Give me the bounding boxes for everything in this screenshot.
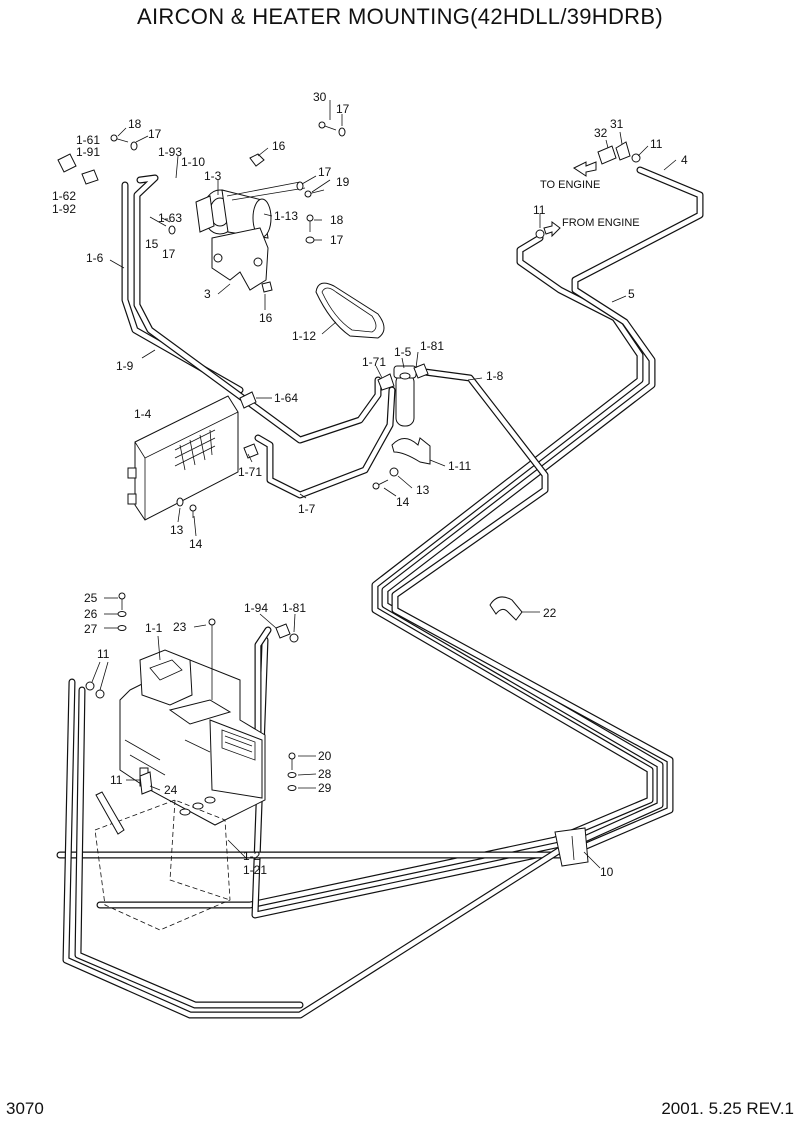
label: 5 bbox=[628, 287, 635, 301]
label: 1-61 bbox=[76, 133, 100, 147]
hose-1-8 bbox=[56, 368, 674, 859]
compressor-1-3 bbox=[195, 181, 306, 239]
label: 24 bbox=[164, 783, 178, 797]
label: 1-4 bbox=[134, 407, 152, 421]
label: 1-71 bbox=[238, 465, 262, 479]
label: 11 bbox=[650, 137, 663, 151]
label: 1-1 bbox=[145, 621, 163, 635]
label: 4 bbox=[681, 153, 688, 167]
label: 20 bbox=[318, 749, 332, 763]
label: 11 bbox=[533, 203, 546, 217]
label: 1-3 bbox=[204, 169, 222, 183]
small-fasteners bbox=[57, 121, 641, 795]
label: 1-2 bbox=[243, 849, 261, 863]
label: 27 bbox=[84, 622, 98, 636]
label: 1-93 bbox=[158, 145, 182, 159]
label: 1-7 bbox=[298, 502, 316, 516]
label: 1-81 bbox=[420, 339, 444, 353]
receiver-dryer-1-5 bbox=[393, 365, 417, 427]
label: 26 bbox=[84, 607, 98, 621]
label: 32 bbox=[594, 126, 608, 140]
label: 16 bbox=[272, 139, 286, 153]
label: 17 bbox=[162, 247, 176, 261]
control-box-dashed bbox=[94, 791, 231, 931]
label: 1-12 bbox=[292, 329, 316, 343]
label: 1-91 bbox=[76, 145, 100, 159]
drawing-title: AIRCON & HEATER MOUNTING(42HDLL/39HDRB) bbox=[137, 4, 663, 29]
label: 11 bbox=[97, 647, 110, 661]
hvac-unit-1-1 bbox=[119, 649, 266, 826]
label: 14 bbox=[396, 495, 410, 509]
hose-1-7 bbox=[254, 386, 396, 499]
label: 17 bbox=[336, 102, 350, 116]
label: 1-9 bbox=[116, 359, 134, 373]
label: 17 bbox=[148, 127, 162, 141]
label: 19 bbox=[336, 175, 350, 189]
label: 1-11 bbox=[448, 459, 471, 473]
label: 1-62 bbox=[52, 189, 76, 203]
hose-4 bbox=[251, 166, 704, 919]
label: 1-5 bbox=[394, 345, 412, 359]
revision-date: 2001. 5.25 REV.1 bbox=[661, 1099, 794, 1118]
hose-1-94 bbox=[254, 626, 272, 754]
label: 18 bbox=[330, 213, 344, 227]
label: 1-13 bbox=[274, 209, 298, 223]
label: 1-10 bbox=[181, 155, 205, 169]
from-engine-caption: FROM ENGINE bbox=[562, 217, 640, 229]
hose-1-9 bbox=[133, 174, 382, 444]
label: 11 bbox=[110, 773, 123, 787]
label: 31 bbox=[610, 117, 624, 131]
hose-lower-loop bbox=[62, 678, 564, 1019]
label: 3 bbox=[204, 287, 211, 301]
page-number: 3070 bbox=[6, 1099, 44, 1118]
belt-1-12 bbox=[315, 282, 385, 339]
label: 29 bbox=[318, 781, 332, 795]
label: 30 bbox=[313, 90, 327, 104]
label: 13 bbox=[416, 483, 430, 497]
label: 1-81 bbox=[282, 601, 306, 615]
label: 23 bbox=[173, 620, 187, 634]
label: 17 bbox=[330, 233, 344, 247]
label: 18 bbox=[128, 117, 142, 131]
leader-lines bbox=[91, 100, 677, 869]
label: 15 bbox=[145, 237, 159, 251]
clamp-22 bbox=[489, 596, 523, 621]
bracket-1-11 bbox=[391, 437, 431, 465]
label: 13 bbox=[170, 523, 184, 537]
label: 28 bbox=[318, 767, 332, 781]
clamp-10 bbox=[554, 827, 589, 867]
label: 14 bbox=[189, 537, 203, 551]
condenser-1-4 bbox=[127, 395, 239, 521]
label: 1-6 bbox=[86, 251, 104, 265]
label: 1-64 bbox=[274, 391, 298, 405]
to-engine-caption: TO ENGINE bbox=[540, 179, 600, 191]
label: 16 bbox=[259, 311, 273, 325]
label: 1-71 bbox=[362, 355, 386, 369]
label: 1-63 bbox=[158, 211, 182, 225]
compressor-bracket-3 bbox=[211, 227, 269, 291]
label: 17 bbox=[318, 165, 332, 179]
label: 1-8 bbox=[486, 369, 504, 383]
label: 22 bbox=[543, 606, 557, 620]
part-labels: 30 17 18 17 1-61 1-91 1-93 16 1-10 1-3 1… bbox=[52, 90, 688, 879]
label: 1-92 bbox=[52, 202, 76, 216]
label: 10 bbox=[600, 865, 614, 879]
label: 1-94 bbox=[244, 601, 268, 615]
label: 1-21 bbox=[243, 863, 267, 877]
label: 25 bbox=[84, 591, 98, 605]
